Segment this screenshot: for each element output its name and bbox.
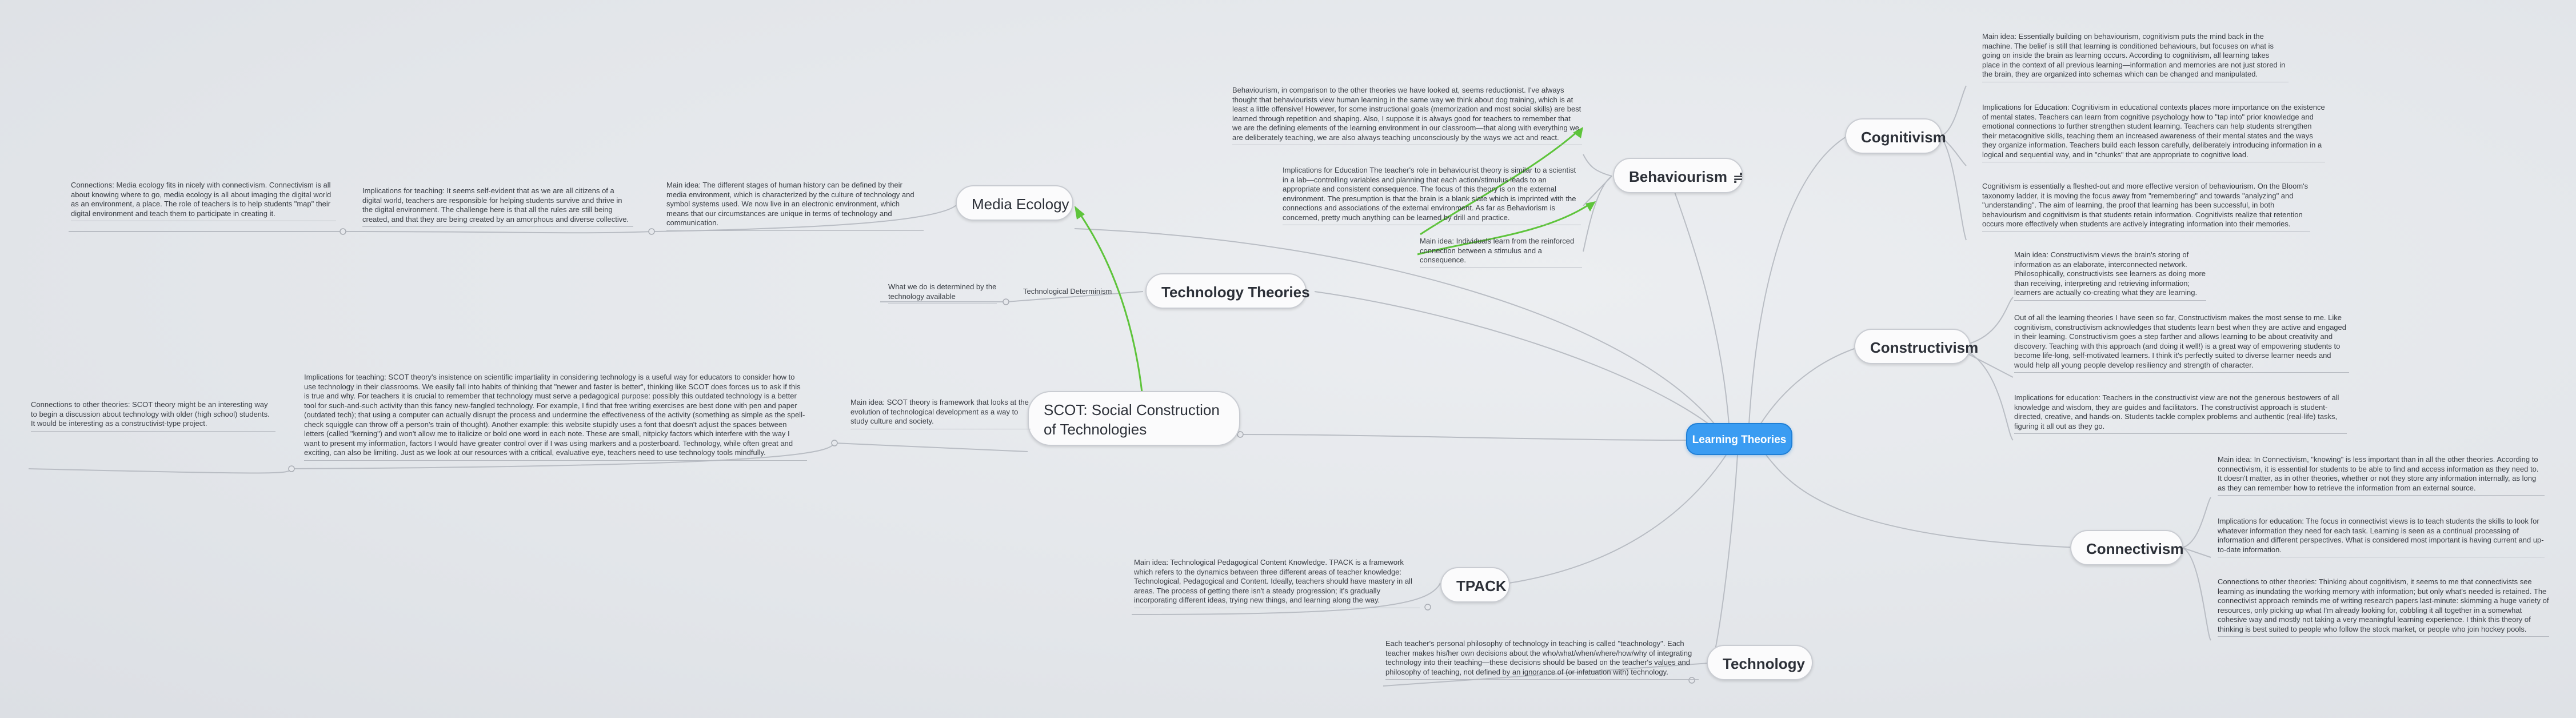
link-con-notes — [1953, 297, 2014, 441]
note-scot-main[interactable]: Main idea: SCOT theory is framework that… — [850, 398, 1031, 429]
topic-label: Behaviourism — [1629, 168, 1727, 185]
topic-technology-theories[interactable]: Technology Theories — [1145, 273, 1310, 309]
link-cognitivism — [1748, 135, 1848, 425]
note-cognitivism-bloom[interactable]: Cognitivism is essentially a fleshed-out… — [1982, 182, 2310, 232]
subtopic-technological-determinism[interactable]: Technological Determinism — [1023, 287, 1112, 296]
junction-dot — [1424, 604, 1431, 611]
relationship-scot-media-ecology — [1079, 214, 1144, 404]
topic-cognitivism[interactable]: Cognitivism — [1845, 118, 1946, 154]
note-tpack-main[interactable]: Main idea: Technological Pedagogical Con… — [1134, 558, 1420, 608]
topic-connectivism[interactable]: Connectivism — [2070, 530, 2184, 565]
note-constructivism-education[interactable]: Implications for education: Teachers in … — [2014, 393, 2347, 434]
link-technology — [1712, 454, 1738, 664]
note-behaviourism-education[interactable]: Implications for Education The teacher's… — [1283, 166, 1581, 225]
note-constructivism-sense[interactable]: Out of all the learning theories I have … — [2014, 313, 2349, 373]
note-behaviourism-main[interactable]: Main idea: Individuals learn from the re… — [1420, 237, 1582, 268]
junction-dot — [288, 465, 295, 472]
note-behaviourism-intro[interactable]: Behaviourism, in comparison to the other… — [1232, 86, 1582, 145]
note-technological-determinism[interactable]: What we do is determined by the technolo… — [888, 282, 997, 304]
note-scot-education[interactable]: Implications for teaching: SCOT theory's… — [304, 373, 807, 461]
junction-dot — [1003, 298, 1009, 305]
junction-dot — [648, 228, 655, 235]
note-media-ecology-education[interactable]: Implications for teaching: It seems self… — [362, 186, 633, 227]
note-connectivism-education[interactable]: Implications for education: The focus in… — [2218, 517, 2545, 557]
note-cognitivism-main[interactable]: Main idea: Essentially building on behav… — [1982, 32, 2289, 82]
central-topic[interactable]: Learning Theories — [1686, 423, 1792, 455]
topic-scot[interactable]: SCOT: Social Construction of Technologie… — [1028, 391, 1240, 446]
topic-technology[interactable]: Technology — [1707, 645, 1813, 680]
arrow-head — [1585, 201, 1596, 212]
sliders-icon: ≓ — [1732, 170, 1744, 185]
arrow-head — [1075, 206, 1085, 220]
junction-dot — [340, 228, 346, 235]
link-beh-notes — [1583, 154, 1612, 252]
link-technology-theories — [1314, 291, 1710, 425]
note-scot-other[interactable]: Connections to other theories: SCOT theo… — [31, 400, 275, 432]
note-connectivism-other[interactable]: Connections to other theories: Thinking … — [2218, 577, 2549, 637]
topic-behaviourism[interactable]: Behaviourism ≓ — [1613, 158, 1743, 193]
topic-media-ecology[interactable]: Media Ecology — [956, 185, 1073, 221]
note-constructivism-main[interactable]: Main idea: Constructivism views the brai… — [2014, 250, 2206, 301]
note-media-ecology-connections[interactable]: Connections: Media ecology fits in nicel… — [71, 181, 336, 221]
topic-constructivism[interactable]: Constructivism — [1854, 329, 1978, 364]
note-technology-philosophy[interactable]: Each teacher's personal philosophy of te… — [1385, 639, 1699, 680]
link-conn-notes — [2182, 497, 2211, 641]
link-constructivism — [1760, 346, 1862, 425]
link-scot — [1241, 434, 1687, 441]
link-behaviourism — [1668, 175, 1730, 425]
topic-tpack[interactable]: TPACK — [1440, 567, 1510, 603]
junction-dot — [831, 440, 838, 446]
note-connectivism-main[interactable]: Main idea: In Connectivism, "knowing" is… — [2218, 455, 2545, 496]
link-cog-notes — [1940, 85, 1967, 241]
note-cognitivism-education[interactable]: Implications for Education: Cognitivism … — [1982, 103, 2325, 162]
link-connectivism — [1766, 454, 2079, 548]
note-media-ecology-main[interactable]: Main idea: The different stages of human… — [666, 181, 924, 231]
junction-dot — [1237, 431, 1244, 438]
link-tpack — [1508, 454, 1727, 584]
